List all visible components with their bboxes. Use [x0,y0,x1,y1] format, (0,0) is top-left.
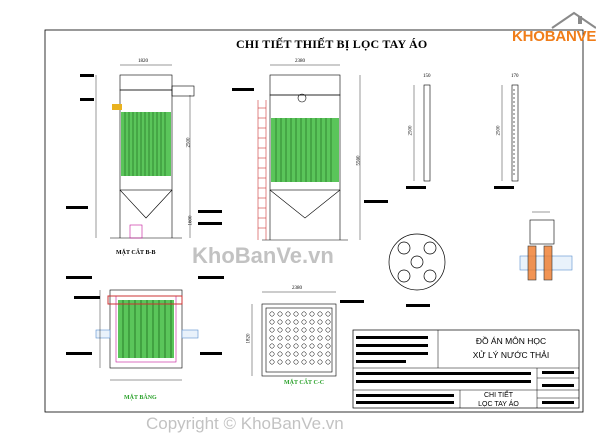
dim-top-width-mid: 2380 [295,59,305,64]
title-block-lines [353,330,579,408]
sheet-title: CHI TIẾT THIẾT BỊ LỌC TAY ÁO [236,37,428,51]
khobanve-logo: KHOBANVE [512,10,597,54]
plan-bags [107,295,183,358]
plan-view [95,289,199,381]
filter-bags-left [112,104,171,176]
bag-detail-2 [501,84,519,182]
project-line2: XỬ LÝ NƯỚC THẢI [472,350,550,360]
dim-bag-len2: 2500 [496,125,502,136]
plan-label: MẶT BẰNG [124,395,157,401]
valve-detail [519,211,573,281]
section-cc [251,291,337,377]
section-cc-holes [269,311,331,365]
dim-plan-w: 2380 [292,286,302,291]
dim-plan-h: 1820 [246,333,252,344]
dim-small-w1: 150 [423,74,431,79]
elevation-middle [262,64,361,241]
section-bb-label: MẶT CẮT B-B [116,250,156,256]
elevation-left [95,64,195,239]
title-block-smalltext [356,336,574,404]
dim-hopper-height: 1600 [188,215,194,226]
logo-text: KHOBANVE [512,28,597,45]
drawing-line1: CHI TIẾT [483,392,514,399]
dim-side-height: 2500 [186,137,192,148]
dim-total-height: 5560 [356,155,362,166]
ladder [257,100,267,240]
bag-detail-1 [413,84,431,182]
callout-bars [66,74,514,355]
filter-bags-middle [271,118,339,182]
drawing-line2: LỌC TAY ÁO [478,401,519,408]
dim-top-width-left: 1820 [138,59,148,64]
section-cc-label: MẶT CẮT C-C [284,380,325,386]
project-line1: ĐỒ ÁN MÔN HỌC [475,336,547,346]
house-roof-icon [551,11,597,29]
dim-small-w2: 170 [511,74,519,79]
sheet-border [44,29,584,413]
dim-bag-len1: 2500 [408,125,414,136]
tube-sheet [388,233,446,291]
